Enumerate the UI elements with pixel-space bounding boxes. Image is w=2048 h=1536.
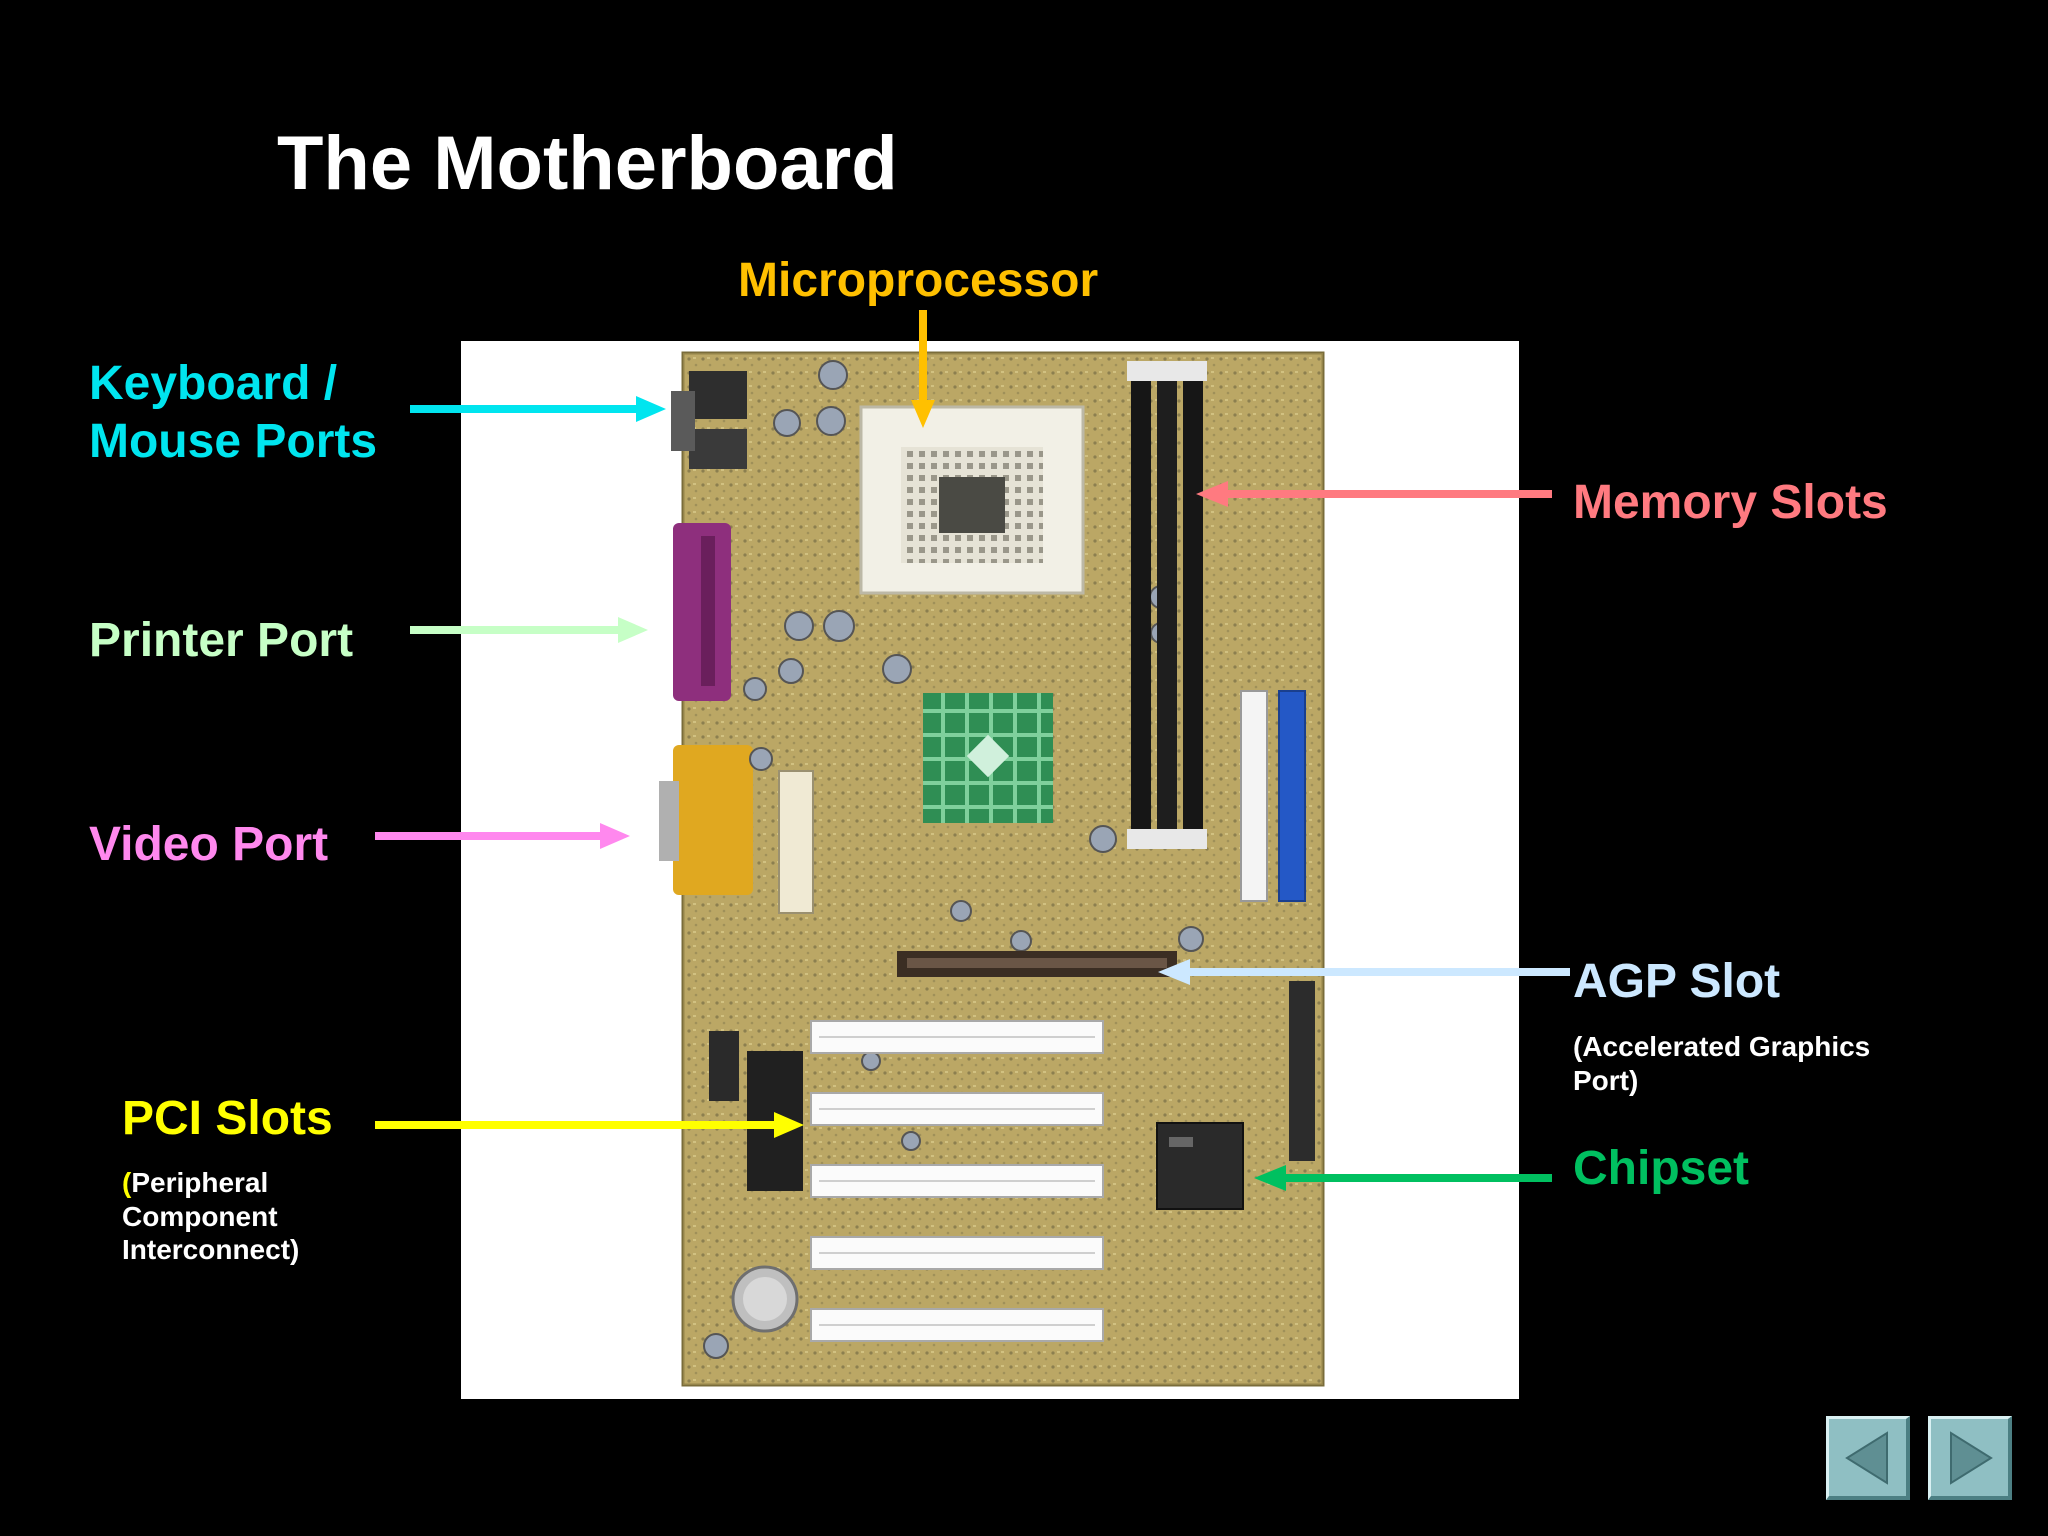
- label-keyboard-line1: Keyboard /: [89, 357, 338, 410]
- label-memory-slots: Memory Slots: [1573, 476, 1888, 529]
- label-pci-desc-line3: Interconnect): [122, 1234, 300, 1266]
- label-keyboard-line2: Mouse Ports: [89, 414, 378, 468]
- slide-title: The Motherboard: [277, 121, 898, 206]
- triangle-left-icon: [1845, 1431, 1888, 1485]
- label-video-port: Video Port: [89, 818, 329, 871]
- label-pci-desc-line1: Peripheral: [131, 1167, 269, 1198]
- label-agp-desc-line1: (Accelerated Graphics: [1573, 1031, 1871, 1062]
- label-pci-desc-paren: (: [122, 1167, 132, 1198]
- motherboard-photo: [461, 341, 1519, 1399]
- label-keyboard-mouse-ports: Keyboard / Mouse Ports: [89, 355, 377, 470]
- label-microprocessor: Microprocessor: [738, 254, 1099, 307]
- label-printer-port: Printer Port: [89, 614, 354, 667]
- label-agp-description: (Accelerated Graphics Port): [1573, 1030, 1870, 1097]
- previous-slide-button[interactable]: [1826, 1416, 1910, 1500]
- label-pci-desc-line2: Component: [122, 1200, 278, 1232]
- triangle-right-icon: [1950, 1431, 1993, 1485]
- label-pci-description: (Peripheral Component Interconnect): [122, 1166, 299, 1267]
- label-agp-slot: AGP Slot: [1573, 955, 1781, 1008]
- motherboard-illustration: [659, 351, 1325, 1387]
- label-chipset: Chipset: [1573, 1142, 1750, 1195]
- label-agp-desc-line2: Port): [1573, 1064, 1639, 1096]
- next-slide-button[interactable]: [1928, 1416, 2012, 1500]
- label-pci-slots: PCI Slots: [122, 1092, 333, 1145]
